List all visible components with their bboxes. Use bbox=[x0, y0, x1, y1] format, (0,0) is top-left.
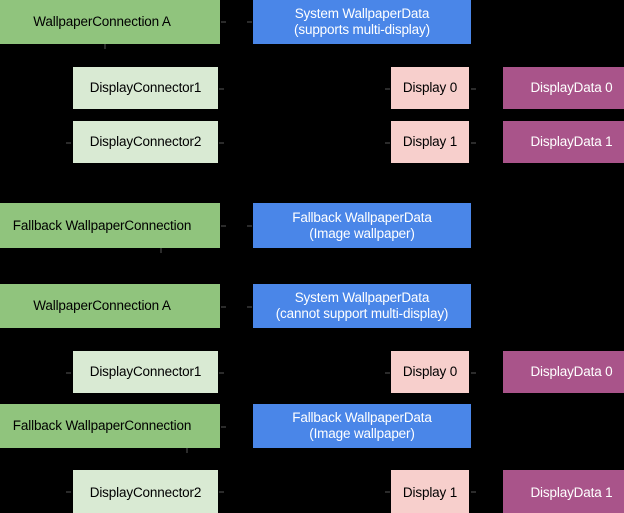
lifeline-box-display: Display 0 bbox=[391, 351, 469, 393]
lifeline-box-connector: DisplayConnector1 bbox=[73, 351, 218, 393]
connector-tick bbox=[385, 88, 390, 90]
lifeline-box-display-data: DisplayData 1 bbox=[503, 121, 624, 163]
connector-tick bbox=[247, 306, 252, 308]
lifeline-box-display-data: DisplayData 0 bbox=[503, 67, 624, 109]
connector-tick bbox=[219, 372, 224, 374]
lifeline-box-connection: WallpaperConnection A bbox=[0, 284, 220, 328]
connector-tick bbox=[385, 142, 390, 144]
connector-tick bbox=[385, 372, 390, 374]
lifeline-box-display: Display 1 bbox=[391, 470, 469, 513]
connector-tick bbox=[221, 21, 226, 23]
lifeline-box-wallpaper-data: System WallpaperData (supports multi-dis… bbox=[253, 0, 471, 44]
lifeline-box-connection: Fallback WallpaperConnection bbox=[0, 404, 220, 448]
lifeline-box-display-data: DisplayData 1 bbox=[503, 470, 624, 513]
lifeline-box-connector: DisplayConnector1 bbox=[73, 67, 218, 109]
lifeline-box-wallpaper-data: Fallback WallpaperData (Image wallpaper) bbox=[253, 203, 471, 248]
connector-tick bbox=[66, 142, 71, 144]
connector-tick bbox=[219, 142, 224, 144]
connector-tick bbox=[219, 491, 224, 493]
connector-tick bbox=[471, 491, 476, 493]
connector-tick bbox=[66, 372, 71, 374]
lifeline-box-connector: DisplayConnector2 bbox=[73, 121, 218, 163]
lifeline-box-display: Display 1 bbox=[391, 121, 469, 163]
connector-tick bbox=[385, 491, 390, 493]
lifeline-box-display: Display 0 bbox=[391, 67, 469, 109]
connector-tick-vertical bbox=[104, 44, 106, 49]
connector-tick bbox=[471, 372, 476, 374]
connector-tick bbox=[221, 426, 226, 428]
connector-tick bbox=[221, 225, 226, 227]
lifeline-box-connector: DisplayConnector2 bbox=[73, 470, 218, 513]
lifeline-box-connection: Fallback WallpaperConnection bbox=[0, 203, 220, 248]
connector-tick bbox=[219, 88, 224, 90]
lifeline-box-wallpaper-data: System WallpaperData (cannot support mul… bbox=[253, 284, 471, 328]
lifeline-box-connection: WallpaperConnection A bbox=[0, 0, 220, 44]
connector-tick bbox=[471, 142, 476, 144]
connector-tick bbox=[221, 306, 226, 308]
connector-tick bbox=[471, 88, 476, 90]
connector-tick-vertical bbox=[186, 448, 188, 453]
lifeline-box-display-data: DisplayData 0 bbox=[503, 351, 624, 393]
connector-tick bbox=[247, 21, 252, 23]
connector-tick bbox=[66, 491, 71, 493]
lifeline-box-wallpaper-data: Fallback WallpaperData (Image wallpaper) bbox=[253, 404, 471, 448]
connector-tick bbox=[247, 225, 252, 227]
connector-tick-vertical bbox=[160, 248, 162, 253]
